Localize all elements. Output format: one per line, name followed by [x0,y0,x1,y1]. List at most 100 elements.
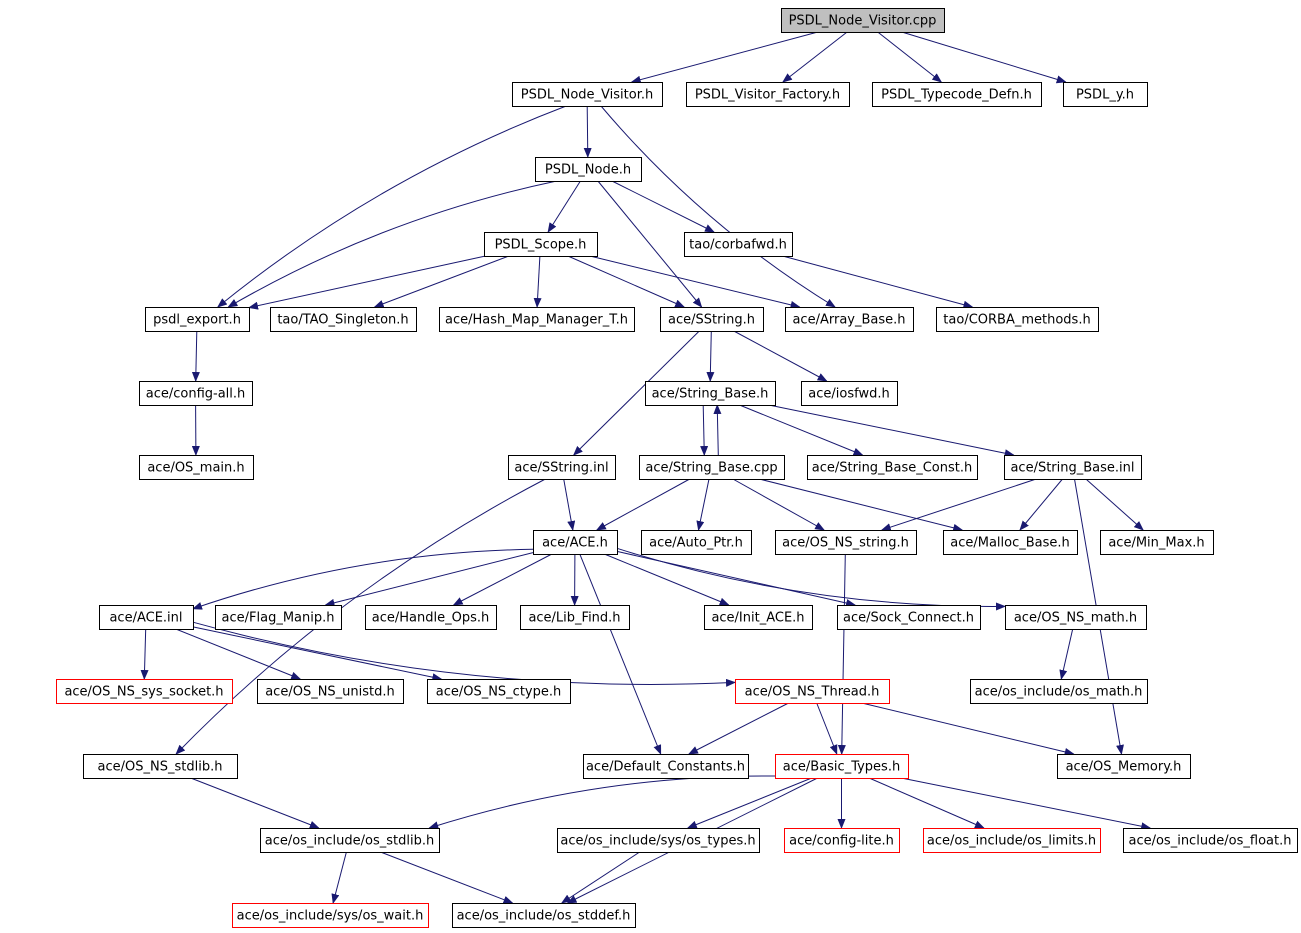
graph-node[interactable]: PSDL_Scope.h [484,232,598,257]
node-label: ace/Min_Max.h [1108,536,1204,551]
dependency-edge [901,31,1067,84]
node-label: tao/corbafwd.h [689,238,787,253]
graph-node[interactable]: ace/Auto_Ptr.h [641,530,752,555]
graph-node[interactable]: ace/os_include/os_stddef.h [452,903,636,928]
edges [140,31,1152,904]
node-label: ace/ACE.h [542,536,608,551]
dependency-edge [733,330,828,382]
node-box [704,605,813,630]
graph-node[interactable]: ace/OS_NS_ctype.h [427,679,571,704]
node-label: ace/OS_NS_string.h [782,536,909,551]
graph-node[interactable]: ace/os_include/os_stdlib.h [260,828,440,853]
graph-node[interactable]: ace/iosfwd.h [801,381,898,406]
dependency-edge [595,478,690,531]
graph-node[interactable]: PSDL_Typecode_Defn.h [872,82,1042,107]
graph-node[interactable]: ace/os_include/os_math.h [970,679,1148,704]
graph-node[interactable]: PSDL_Visitor_Factory.h [686,82,850,107]
dependency-edge [600,105,836,308]
graph-node[interactable]: PSDL_Node.h [535,157,642,182]
node-box [775,754,909,779]
node-box [145,307,250,332]
graph-node[interactable]: ace/OS_NS_math.h [1005,605,1147,630]
graph-node[interactable]: ace/Array_Base.h [785,307,914,332]
dependency-edge [739,404,864,456]
node-label: ace/String_Base_Const.h [812,461,972,476]
graph-node[interactable]: tao/TAO_Singleton.h [270,307,417,332]
dependency-edge [567,255,686,308]
dependency-edge [713,404,722,456]
node-label: ace/Malloc_Base.h [950,536,1070,551]
graph-node[interactable]: ace/Malloc_Base.h [943,530,1078,555]
dependency-edge [140,628,149,680]
graph-node[interactable]: ace/config-all.h [139,381,253,406]
graph-node[interactable]: ace/String_Base_Const.h [807,455,978,480]
graph-node[interactable]: ace/Lib_Find.h [520,605,630,630]
graph-node[interactable]: ace/OS_main.h [139,455,254,480]
graph-node[interactable]: ace/Handle_Ops.h [365,605,497,630]
node-box [970,679,1148,704]
graph-node[interactable]: ace/os_include/os_float.h [1123,828,1298,853]
dependency-edge [901,777,1152,831]
graph-node[interactable]: ace/OS_NS_stdlib.h [83,754,238,779]
graph-node[interactable]: ace/os_include/sys/os_wait.h [232,903,429,928]
graph-node[interactable]: ace/OS_NS_sys_socket.h [56,679,233,704]
dependency-edge [192,626,443,682]
graph-node[interactable]: tao/CORBA_methods.h [936,307,1099,332]
graph-node[interactable]: ace/Min_Max.h [1100,530,1214,555]
graph-node[interactable]: PSDL_Node_Visitor.cpp [781,8,945,33]
dependency-edge [768,404,1015,458]
dependency-edge [700,404,709,456]
graph-node[interactable]: ace/ACE.inl [99,605,194,630]
node-label: ace/Flag_Manip.h [222,611,335,626]
dependency-edge [880,478,1037,531]
graph-node[interactable]: ace/Init_ACE.h [704,605,813,630]
dependency-edge [696,478,710,531]
graph-node[interactable]: psdl_export.h [145,307,250,332]
node-box [365,605,497,630]
graph-node[interactable]: ace/Hash_Map_Manager_T.h [439,307,635,332]
graph-node[interactable]: ace/Default_Constants.h [583,754,749,779]
graph-node[interactable]: ace/os_include/sys/os_types.h [557,828,760,853]
node-box [801,381,898,406]
node-label: ace/config-lite.h [789,834,894,849]
graph-node[interactable]: ace/String_Base.h [645,381,776,406]
node-label: ace/OS_NS_Thread.h [745,685,880,700]
graph-node[interactable]: ace/OS_NS_unistd.h [257,679,404,704]
graph-node[interactable]: ace/Basic_Types.h [775,754,909,779]
node-box [484,232,598,257]
node-label: ace/os_include/os_math.h [975,685,1143,700]
graph-node[interactable]: ace/SString.h [660,307,764,332]
graph-node[interactable]: PSDL_y.h [1063,82,1148,107]
node-label: ace/Init_ACE.h [711,611,804,626]
graph-node[interactable]: ace/config-lite.h [784,828,900,853]
graph-node[interactable]: ace/OS_NS_string.h [775,530,917,555]
graph-node[interactable]: tao/corbafwd.h [684,232,793,257]
node-box [260,828,440,853]
dependency-edge [782,31,848,83]
graph-node[interactable]: ace/OS_Memory.h [1057,754,1191,779]
node-box [645,381,776,406]
graph-node[interactable]: ace/ACE.h [533,530,618,555]
dependency-edge [572,330,700,456]
node-box [775,530,917,555]
graph-node[interactable]: ace/String_Base.inl [1004,455,1142,480]
graph-node[interactable]: ace/SString.inl [508,455,616,480]
node-box [735,679,890,704]
graph-node[interactable]: ace/Flag_Manip.h [215,605,342,630]
node-label: tao/CORBA_methods.h [943,313,1090,328]
node-label: ace/os_include/sys/os_wait.h [237,909,424,924]
graph-node[interactable]: ace/os_include/os_limits.h [923,828,1101,853]
graph-node[interactable]: ace/String_Base.cpp [639,455,785,480]
dependency-edge [759,478,964,532]
dependency-edge [837,553,846,755]
graph-node[interactable]: PSDL_Node_Visitor.h [512,82,663,107]
graph-node[interactable]: ace/Sock_Connect.h [837,605,981,630]
node-label: ace/Default_Constants.h [586,760,745,775]
node-box [1063,82,1148,107]
node-label: PSDL_Node_Visitor.cpp [789,14,937,29]
node-label: ace/SString.inl [514,461,608,476]
dependency-edge [373,255,510,308]
node-box [807,455,978,480]
graph-node[interactable]: ace/OS_NS_Thread.h [735,679,890,704]
node-label: ace/Array_Base.h [792,313,905,328]
